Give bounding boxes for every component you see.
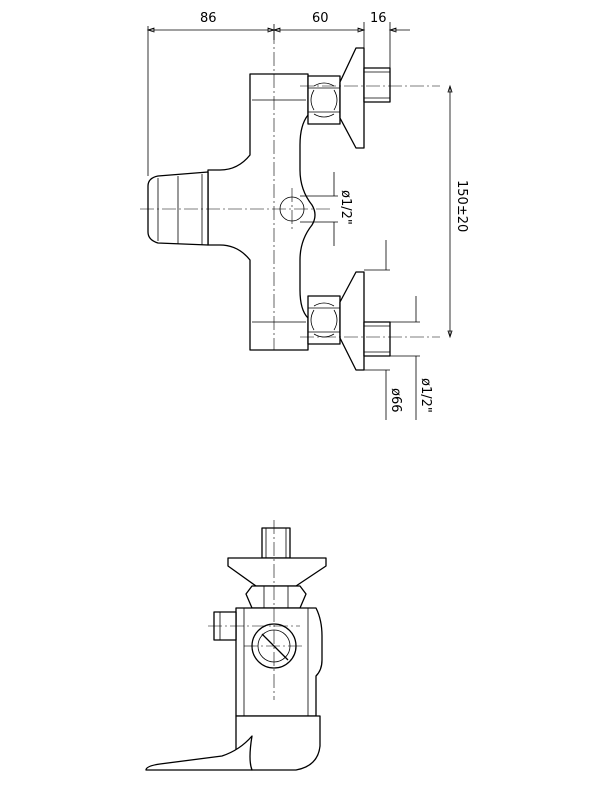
lower-union-nut (307, 295, 341, 345)
upper-pipe-stub (363, 67, 391, 103)
side-view (145, 520, 327, 771)
bottom-dimensions: ø66 ø1/2" (364, 240, 433, 420)
dim-flange-diameter: ø66 (388, 388, 403, 413)
lever-handle (145, 735, 253, 771)
lower-pipe-stub (363, 321, 391, 357)
side-pipe-stub (261, 527, 291, 559)
side-flange (227, 557, 327, 587)
valve-body (207, 73, 316, 351)
dim-inlet-thread-bottom: ø1/2" (418, 378, 433, 413)
dim-width-mid: 60 (312, 11, 329, 26)
dim-width-right: 16 (370, 11, 387, 26)
dim-width-left: 86 (200, 11, 217, 26)
top-dimensions: 86 60 16 (146, 11, 410, 176)
side-port-slot (261, 633, 289, 661)
front-view: 86 60 16 150±20 ø1/2" ø6 (140, 11, 469, 420)
left-knob (147, 171, 209, 246)
upper-union-nut (307, 75, 341, 125)
lower-flange (339, 271, 365, 371)
center-port-dimension: ø1/2" (300, 172, 353, 246)
side-union-nut (245, 585, 307, 609)
dim-inlet-thread-top: ø1/2" (338, 190, 353, 225)
center-distance-dimension: 150±20 (447, 84, 469, 339)
dim-center-distance: 150±20 (454, 180, 469, 232)
center-port-circle (279, 196, 305, 222)
upper-flange (339, 47, 365, 149)
